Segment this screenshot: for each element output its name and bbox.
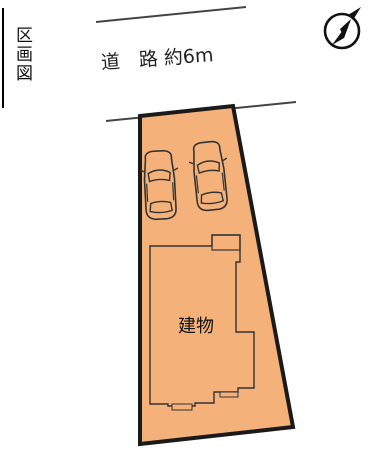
rear-step xyxy=(219,391,239,398)
road-upper-edge xyxy=(95,6,247,23)
building-label: 建物 xyxy=(178,316,214,337)
compass-icon xyxy=(323,7,361,50)
building-annex xyxy=(211,234,241,251)
car-icon xyxy=(139,149,179,221)
car-icon xyxy=(188,140,228,212)
page-title: 区画図 xyxy=(12,26,32,83)
title-label: 区画図 xyxy=(2,8,32,108)
entrance-step xyxy=(171,403,193,411)
title-bar xyxy=(2,8,4,108)
